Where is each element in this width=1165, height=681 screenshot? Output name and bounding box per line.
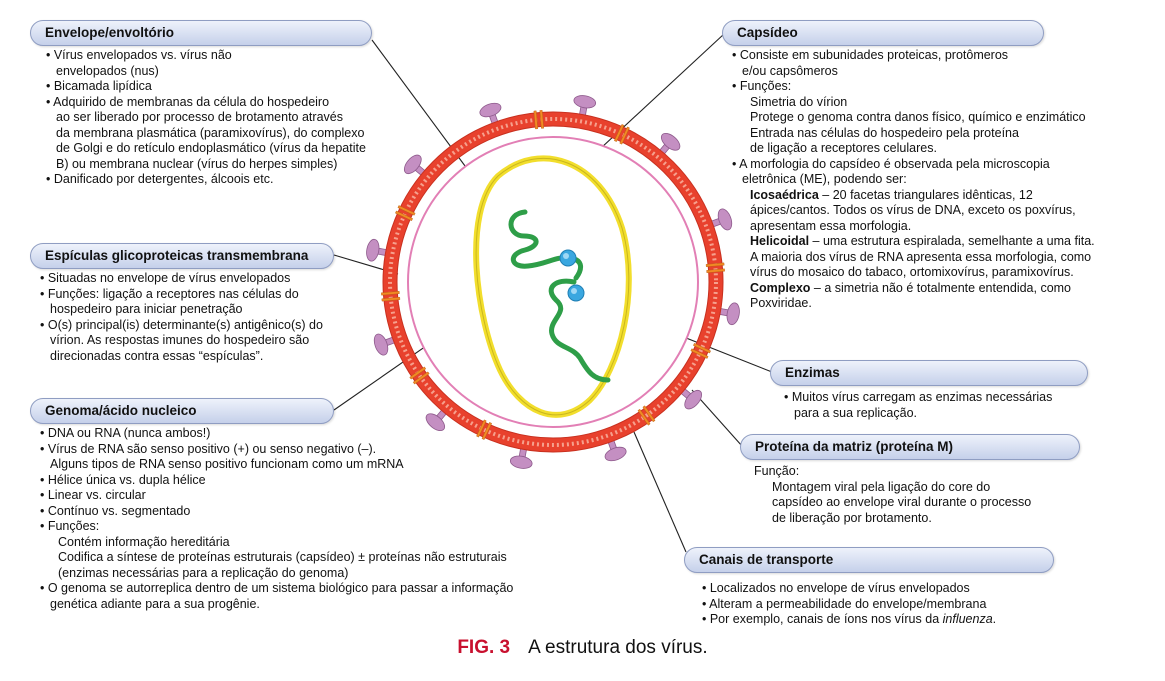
leader-channels [633,431,687,553]
spicules-text: • Situadas no envelope de vírus envelopa… [40,271,323,363]
envelope-text: • Vírus envelopados vs. vírus não envelo… [46,48,366,186]
channels-text: • Localizados no envelope de vírus envel… [702,581,997,626]
matrix-text: Função: Montagem viral pela ligação do c… [754,464,1032,525]
spicules-title: Espículas glicoproteicas transmembrana [30,243,334,269]
channel [395,205,416,221]
genome-text: • DNA ou RNA (nunca ambos!) • Vírus de R… [40,426,514,611]
capsid-text: • Consiste em subunidades proteicas, pro… [732,48,1095,310]
channels-title: Canais de transporte [684,547,1054,573]
channel [476,419,492,440]
figure-number: FIG. 3 [457,637,511,658]
transport-channels [381,110,725,440]
channel [637,405,656,426]
figure-caption-text: A estrutura dos vírus. [528,637,708,658]
channel [381,291,401,302]
enzymes-title: Enzimas [770,360,1088,386]
matrix-title: Proteína da matriz (proteína M) [740,434,1080,460]
channel [705,262,725,273]
capsid-title: Capsídeo [722,20,1044,46]
envelope-title: Envelope/envoltório [30,20,372,46]
channel [409,366,430,385]
figure-caption: FIG. 3 A estrutura dos vírus. [0,637,1165,659]
genome-title: Genoma/ácido nucleico [30,398,334,424]
channel [690,343,711,359]
channel [533,110,544,130]
genome-strand-lower [548,278,611,383]
envelope-texture [388,117,718,447]
enzymes [559,249,585,302]
channel [614,124,630,145]
enzymes-text: • Muitos vírus carregam as enzimas neces… [784,390,1053,420]
